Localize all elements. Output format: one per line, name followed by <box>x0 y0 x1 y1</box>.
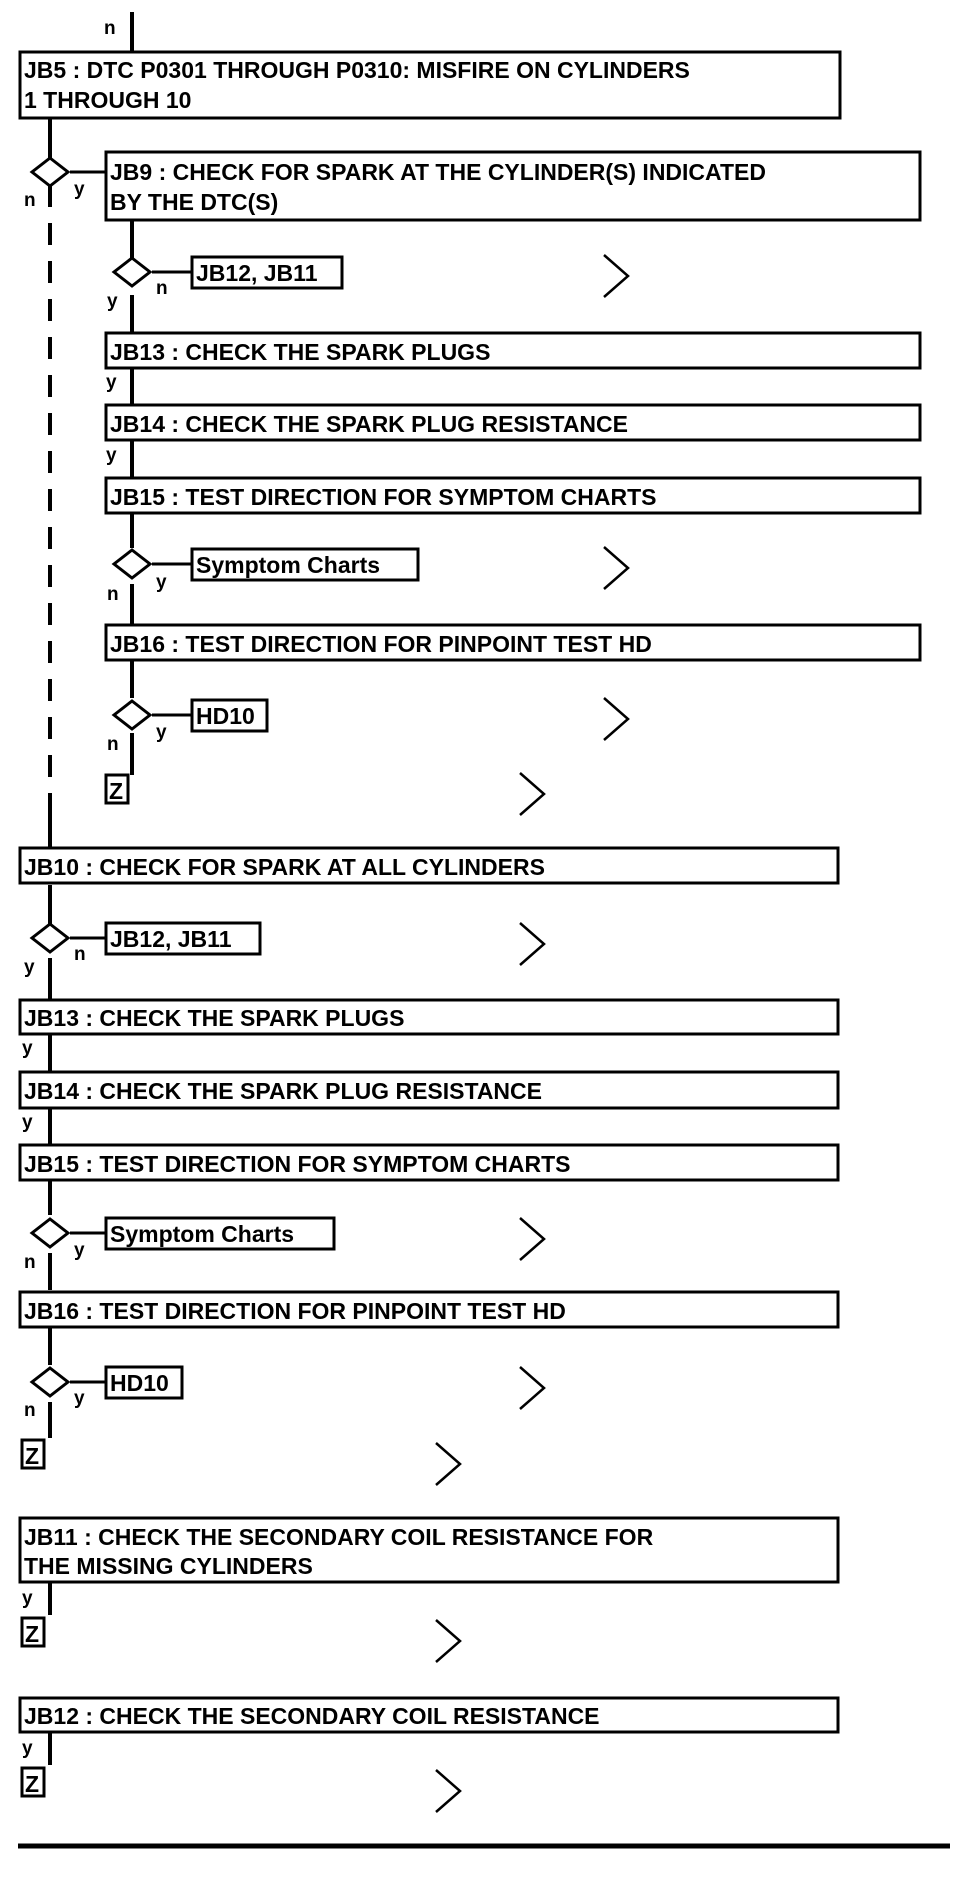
jb12-title: JB12 : CHECK THE SECONDARY COIL RESISTAN… <box>24 1703 600 1729</box>
jb14-box <box>18 1070 840 1110</box>
jb10-box <box>18 846 840 885</box>
link-symptom-charts[interactable]: Symptom Charts <box>196 552 380 578</box>
jb15-title: JB15 : TEST DIRECTION FOR SYMPTOM CHARTS <box>110 484 657 510</box>
jb13-title: JB13 : CHECK THE SPARK PLUGS <box>24 1005 404 1031</box>
z-terminal-label: Z <box>25 1621 39 1647</box>
decision-diamond <box>29 156 71 188</box>
yes-label: y <box>22 1738 33 1759</box>
z-terminal-box <box>20 1616 46 1648</box>
jb14-title: JB14 : CHECK THE SPARK PLUG RESISTANCE <box>110 411 628 437</box>
link-hd10[interactable]: HD10 <box>196 703 255 729</box>
no-label: n <box>107 584 119 605</box>
z-terminal-label: Z <box>25 1443 39 1469</box>
no-label: n <box>107 734 119 755</box>
jb5-title-line2: 1 THROUGH 10 <box>24 87 191 113</box>
no-label: n <box>74 944 86 965</box>
decision-diamond <box>29 1217 71 1249</box>
yes-label: y <box>74 1388 85 1409</box>
chevron-right-icon[interactable] <box>519 772 546 816</box>
yes-label: y <box>24 957 35 978</box>
jb5-title-line1: JB5 : DTC P0301 THROUGH P0310: MISFIRE O… <box>24 57 690 83</box>
link-box-jb12-jb11[interactable] <box>104 921 262 956</box>
chevron-right-icon[interactable] <box>435 1769 462 1813</box>
jb10-title: JB10 : CHECK FOR SPARK AT ALL CYLINDERS <box>24 854 545 880</box>
yes-label: y <box>106 372 117 393</box>
yes-label: y <box>106 445 117 466</box>
jb9-title-line1: JB9 : CHECK FOR SPARK AT THE CYLINDER(S)… <box>110 159 766 185</box>
no-label: n <box>24 190 36 211</box>
jb14-title: JB14 : CHECK THE SPARK PLUG RESISTANCE <box>24 1078 542 1104</box>
jb13-title: JB13 : CHECK THE SPARK PLUGS <box>110 339 490 365</box>
jb15-box <box>18 1143 840 1182</box>
z-terminal-box <box>104 773 130 805</box>
chevron-right-icon[interactable] <box>435 1442 462 1486</box>
yes-label: y <box>74 179 85 200</box>
jb15-box <box>104 476 922 515</box>
no-label: n <box>156 278 168 299</box>
yes-label: y <box>156 572 167 593</box>
no-label: n <box>24 1252 36 1273</box>
yes-label: y <box>74 1240 85 1261</box>
jb14-box <box>104 403 922 442</box>
no-label: n <box>104 18 116 39</box>
jb16-box <box>104 623 922 662</box>
chevron-right-icon[interactable] <box>519 1217 546 1261</box>
decision-diamond <box>29 922 71 954</box>
link-jb12-jb11[interactable]: JB12, JB11 <box>110 926 232 952</box>
link-box-symptom-charts[interactable] <box>190 547 420 582</box>
jb11-box <box>18 1516 840 1584</box>
jb5-box <box>18 50 842 120</box>
link-box-hd10[interactable] <box>104 1365 184 1400</box>
yes-label: y <box>22 1112 33 1133</box>
jb12-box <box>18 1696 840 1734</box>
jb11-title-line1: JB11 : CHECK THE SECONDARY COIL RESISTAN… <box>24 1524 654 1550</box>
link-hd10[interactable]: HD10 <box>110 1370 169 1396</box>
link-box-hd10[interactable] <box>190 698 269 733</box>
jb16-box <box>18 1290 840 1329</box>
chevron-right-icon[interactable] <box>603 254 630 298</box>
decision-diamond <box>111 548 153 580</box>
jb13-box <box>104 331 922 370</box>
chevron-right-icon[interactable] <box>519 922 546 966</box>
link-jb12-jb11[interactable]: JB12, JB11 <box>196 260 318 286</box>
link-box-jb12-jb11[interactable] <box>190 255 344 290</box>
chevron-right-icon[interactable] <box>519 1366 546 1410</box>
yes-label: y <box>107 291 118 312</box>
yes-label: y <box>156 722 167 743</box>
jb9-box <box>104 150 922 222</box>
jb9-title-line2: BY THE DTC(S) <box>110 189 278 215</box>
decision-diamond <box>111 699 153 731</box>
jb13-box <box>18 998 840 1036</box>
decision-diamond <box>29 1366 71 1398</box>
no-label: n <box>24 1400 36 1421</box>
jb16-title: JB16 : TEST DIRECTION FOR PINPOINT TEST … <box>24 1298 566 1324</box>
chevron-right-icon[interactable] <box>603 546 630 590</box>
z-terminal-box <box>20 1438 46 1470</box>
link-box-symptom-charts[interactable] <box>104 1216 336 1251</box>
jb11-title-line2: THE MISSING CYLINDERS <box>24 1553 313 1579</box>
jb16-title: JB16 : TEST DIRECTION FOR PINPOINT TEST … <box>110 631 652 657</box>
decision-diamond <box>111 256 153 288</box>
chevron-right-icon[interactable] <box>603 697 630 741</box>
z-terminal-box <box>20 1766 46 1798</box>
yes-label: y <box>22 1588 33 1609</box>
link-symptom-charts[interactable]: Symptom Charts <box>110 1221 294 1247</box>
chevron-right-icon[interactable] <box>435 1619 462 1663</box>
yes-label: y <box>22 1038 33 1059</box>
z-terminal-label: Z <box>25 1771 39 1797</box>
jb15-title: JB15 : TEST DIRECTION FOR SYMPTOM CHARTS <box>24 1151 571 1177</box>
z-terminal-label: Z <box>109 778 123 804</box>
